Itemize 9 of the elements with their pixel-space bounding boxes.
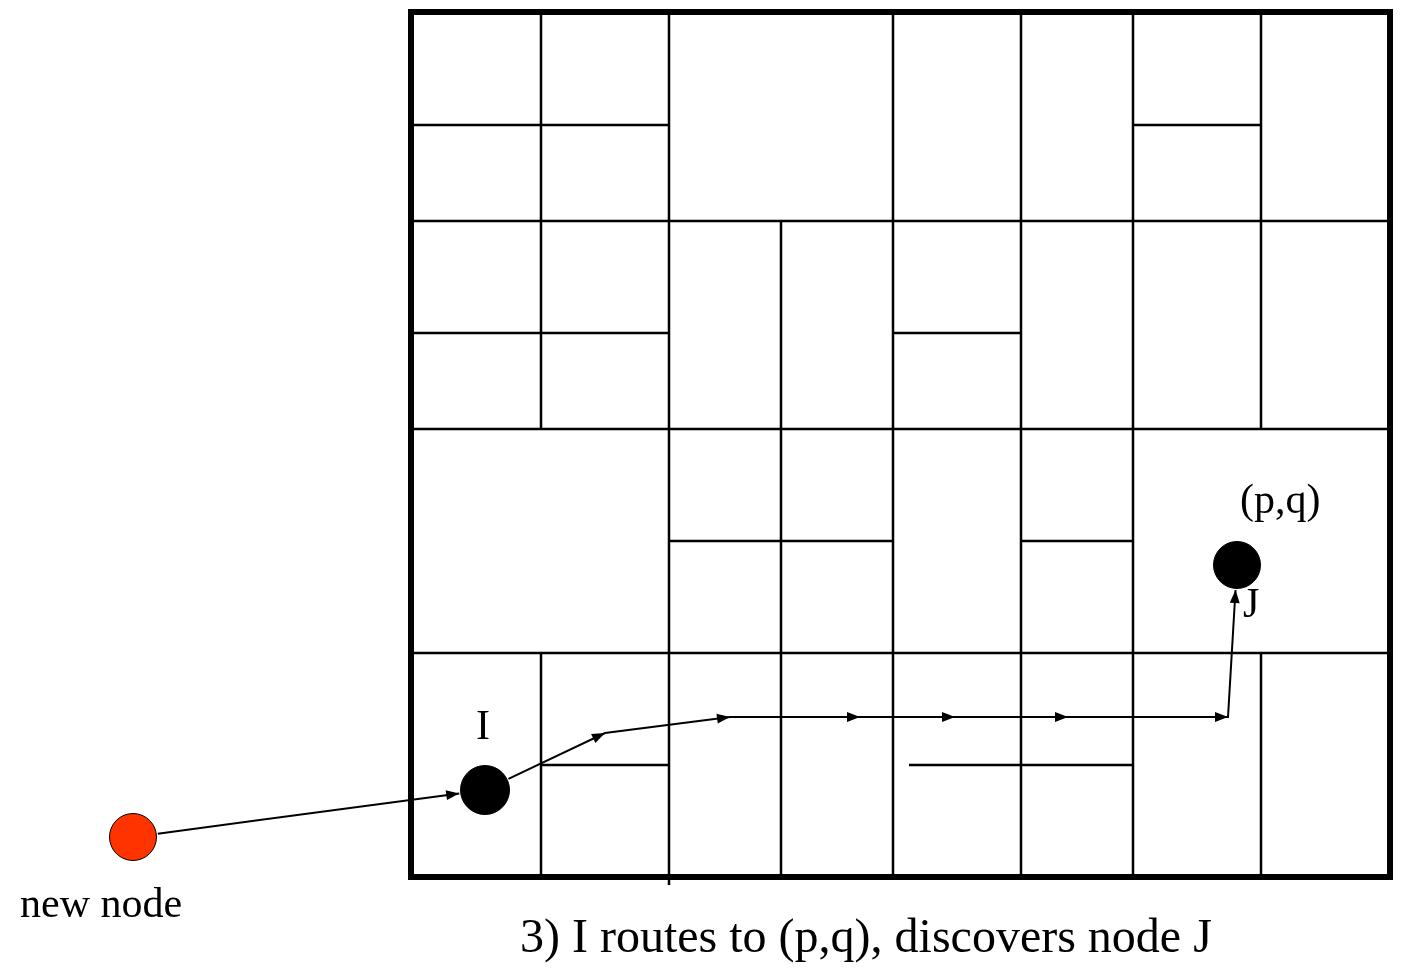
node-circle — [1213, 541, 1261, 589]
node-circle — [460, 765, 510, 815]
arrow — [156, 790, 461, 835]
node-label: new node — [20, 882, 183, 924]
node-label: J — [1243, 582, 1260, 624]
new-node-circle — [109, 813, 157, 861]
arrow — [507, 588, 1240, 780]
node-label: (p,q) — [1240, 478, 1321, 520]
node-label: I — [476, 704, 490, 746]
